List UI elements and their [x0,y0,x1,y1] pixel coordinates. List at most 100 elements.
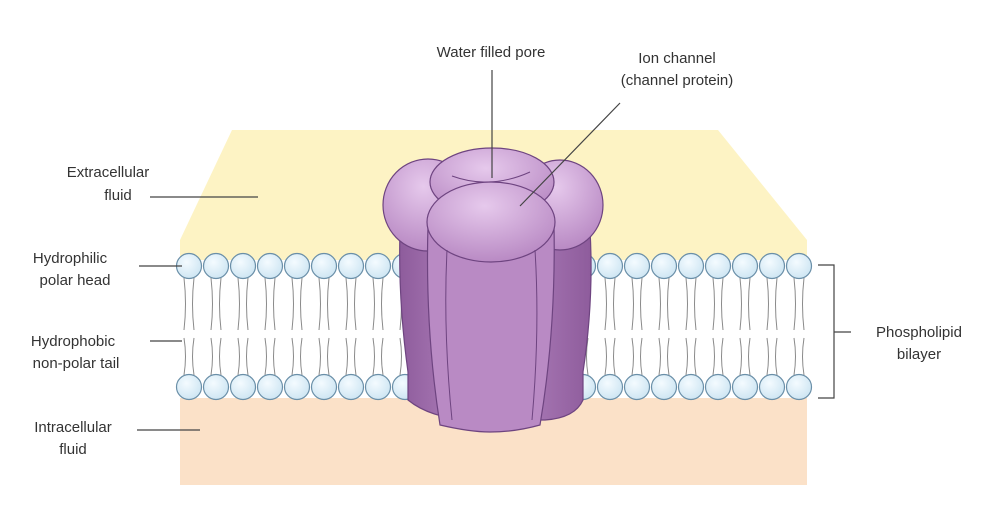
lipid-tail [318,337,321,376]
lipid-tail [640,337,643,376]
lipid-tail [721,337,724,376]
hydrophobic-label: Hydrophobic [31,333,116,350]
lipid-tail [613,337,616,376]
lipid-tail [273,277,276,331]
lipid-head [310,373,338,401]
hydrophobic-sublabel: non-polar tail [33,355,120,372]
lipid-tail [604,337,607,376]
lipid-head [596,252,624,280]
lipid-tail [766,277,769,331]
lipid-tail [775,337,778,376]
ion-channel-label: Ion channel [638,50,716,67]
extracellular-label: Extracellular [67,164,150,181]
lipid-tail [345,337,348,376]
lipid-head [364,252,392,280]
bilayer-label: Phospholipid [876,324,962,341]
lipid-tail [694,277,697,331]
lipid-tail [291,337,294,376]
lipid-tail [237,337,240,376]
extracellular-sublabel: fluid [104,187,132,204]
lipid-tail [264,277,267,331]
lipid-head [731,252,759,280]
lipid-tail [658,337,661,376]
lipid-tail [685,337,688,376]
lipid-tail [192,337,195,376]
water-filled-pore-label: Water filled pore [437,44,546,61]
lipid-head [310,252,338,280]
lipid-tail [354,277,357,331]
lipid-tail [327,337,330,376]
lipid-tail [219,277,222,331]
lipid-head [650,373,678,401]
lipid-tail [631,337,634,376]
lipid-tail [192,277,195,331]
intracellular-sublabel: fluid [59,441,87,458]
lipid-tail [802,337,805,376]
protein-front-body [426,224,555,433]
lipid-head [229,252,257,280]
lipid-tail [381,277,384,331]
lipid-tail [667,337,670,376]
lipid-tail [183,337,186,376]
lipid-head [785,373,813,401]
lipid-tail [721,277,724,331]
lipid-head [337,252,365,280]
lipid-tail [399,337,402,376]
hydrophilic-sublabel: polar head [40,272,111,289]
lipid-tail [318,277,321,331]
lipid-tail [613,277,616,331]
intracellular-label: Intracellular [34,419,112,436]
protein-front-lobe [426,181,556,263]
lipid-tail [712,277,715,331]
lipid-tail [183,277,186,331]
lipid-tail [237,277,240,331]
lipid-tail [372,337,375,376]
lipid-tail [246,277,249,331]
lipid-head [256,252,284,280]
lipid-tail [775,277,778,331]
lipid-tail [748,337,751,376]
protein-groove-right [531,249,538,421]
channel-leader [519,102,621,207]
ion-channel-sublabel: (channel protein) [621,72,734,89]
lipid-tail [291,277,294,331]
lipid-tail [712,337,715,376]
lipid-tail [273,337,276,376]
lipid-tail [300,337,303,376]
lipid-tail [372,277,375,331]
bilayer-sublabel: bilayer [897,346,941,363]
lipid-tail [793,277,796,331]
lipid-tail [640,277,643,331]
lipid-tail [694,337,697,376]
lipid-head [650,252,678,280]
lipid-head [785,252,813,280]
protein-groove-left [445,249,453,421]
lipid-head [623,373,651,401]
lipid-tail [739,337,742,376]
lipid-head [337,373,365,401]
protein-crease [451,171,531,183]
lipid-tail [793,337,796,376]
lipid-head [175,373,203,401]
lipid-head [704,252,732,280]
lipid-head [256,373,284,401]
lipid-tail [300,277,303,331]
lipid-head [596,373,624,401]
ion-channel-protein [382,147,604,433]
lipid-tail [739,277,742,331]
lipid-tail [210,337,213,376]
lipid-tail [345,277,348,331]
lipid-tail [219,337,222,376]
lipid-tail [246,337,249,376]
lipid-tail [766,337,769,376]
lipid-tail [658,277,661,331]
lipid-head [704,373,732,401]
lipid-tail [264,337,267,376]
lipid-tail [604,277,607,331]
lipid-head [202,373,230,401]
lipid-head [677,373,705,401]
lipid-head [229,373,257,401]
lipid-tail [354,337,357,376]
lipid-tail [210,277,213,331]
